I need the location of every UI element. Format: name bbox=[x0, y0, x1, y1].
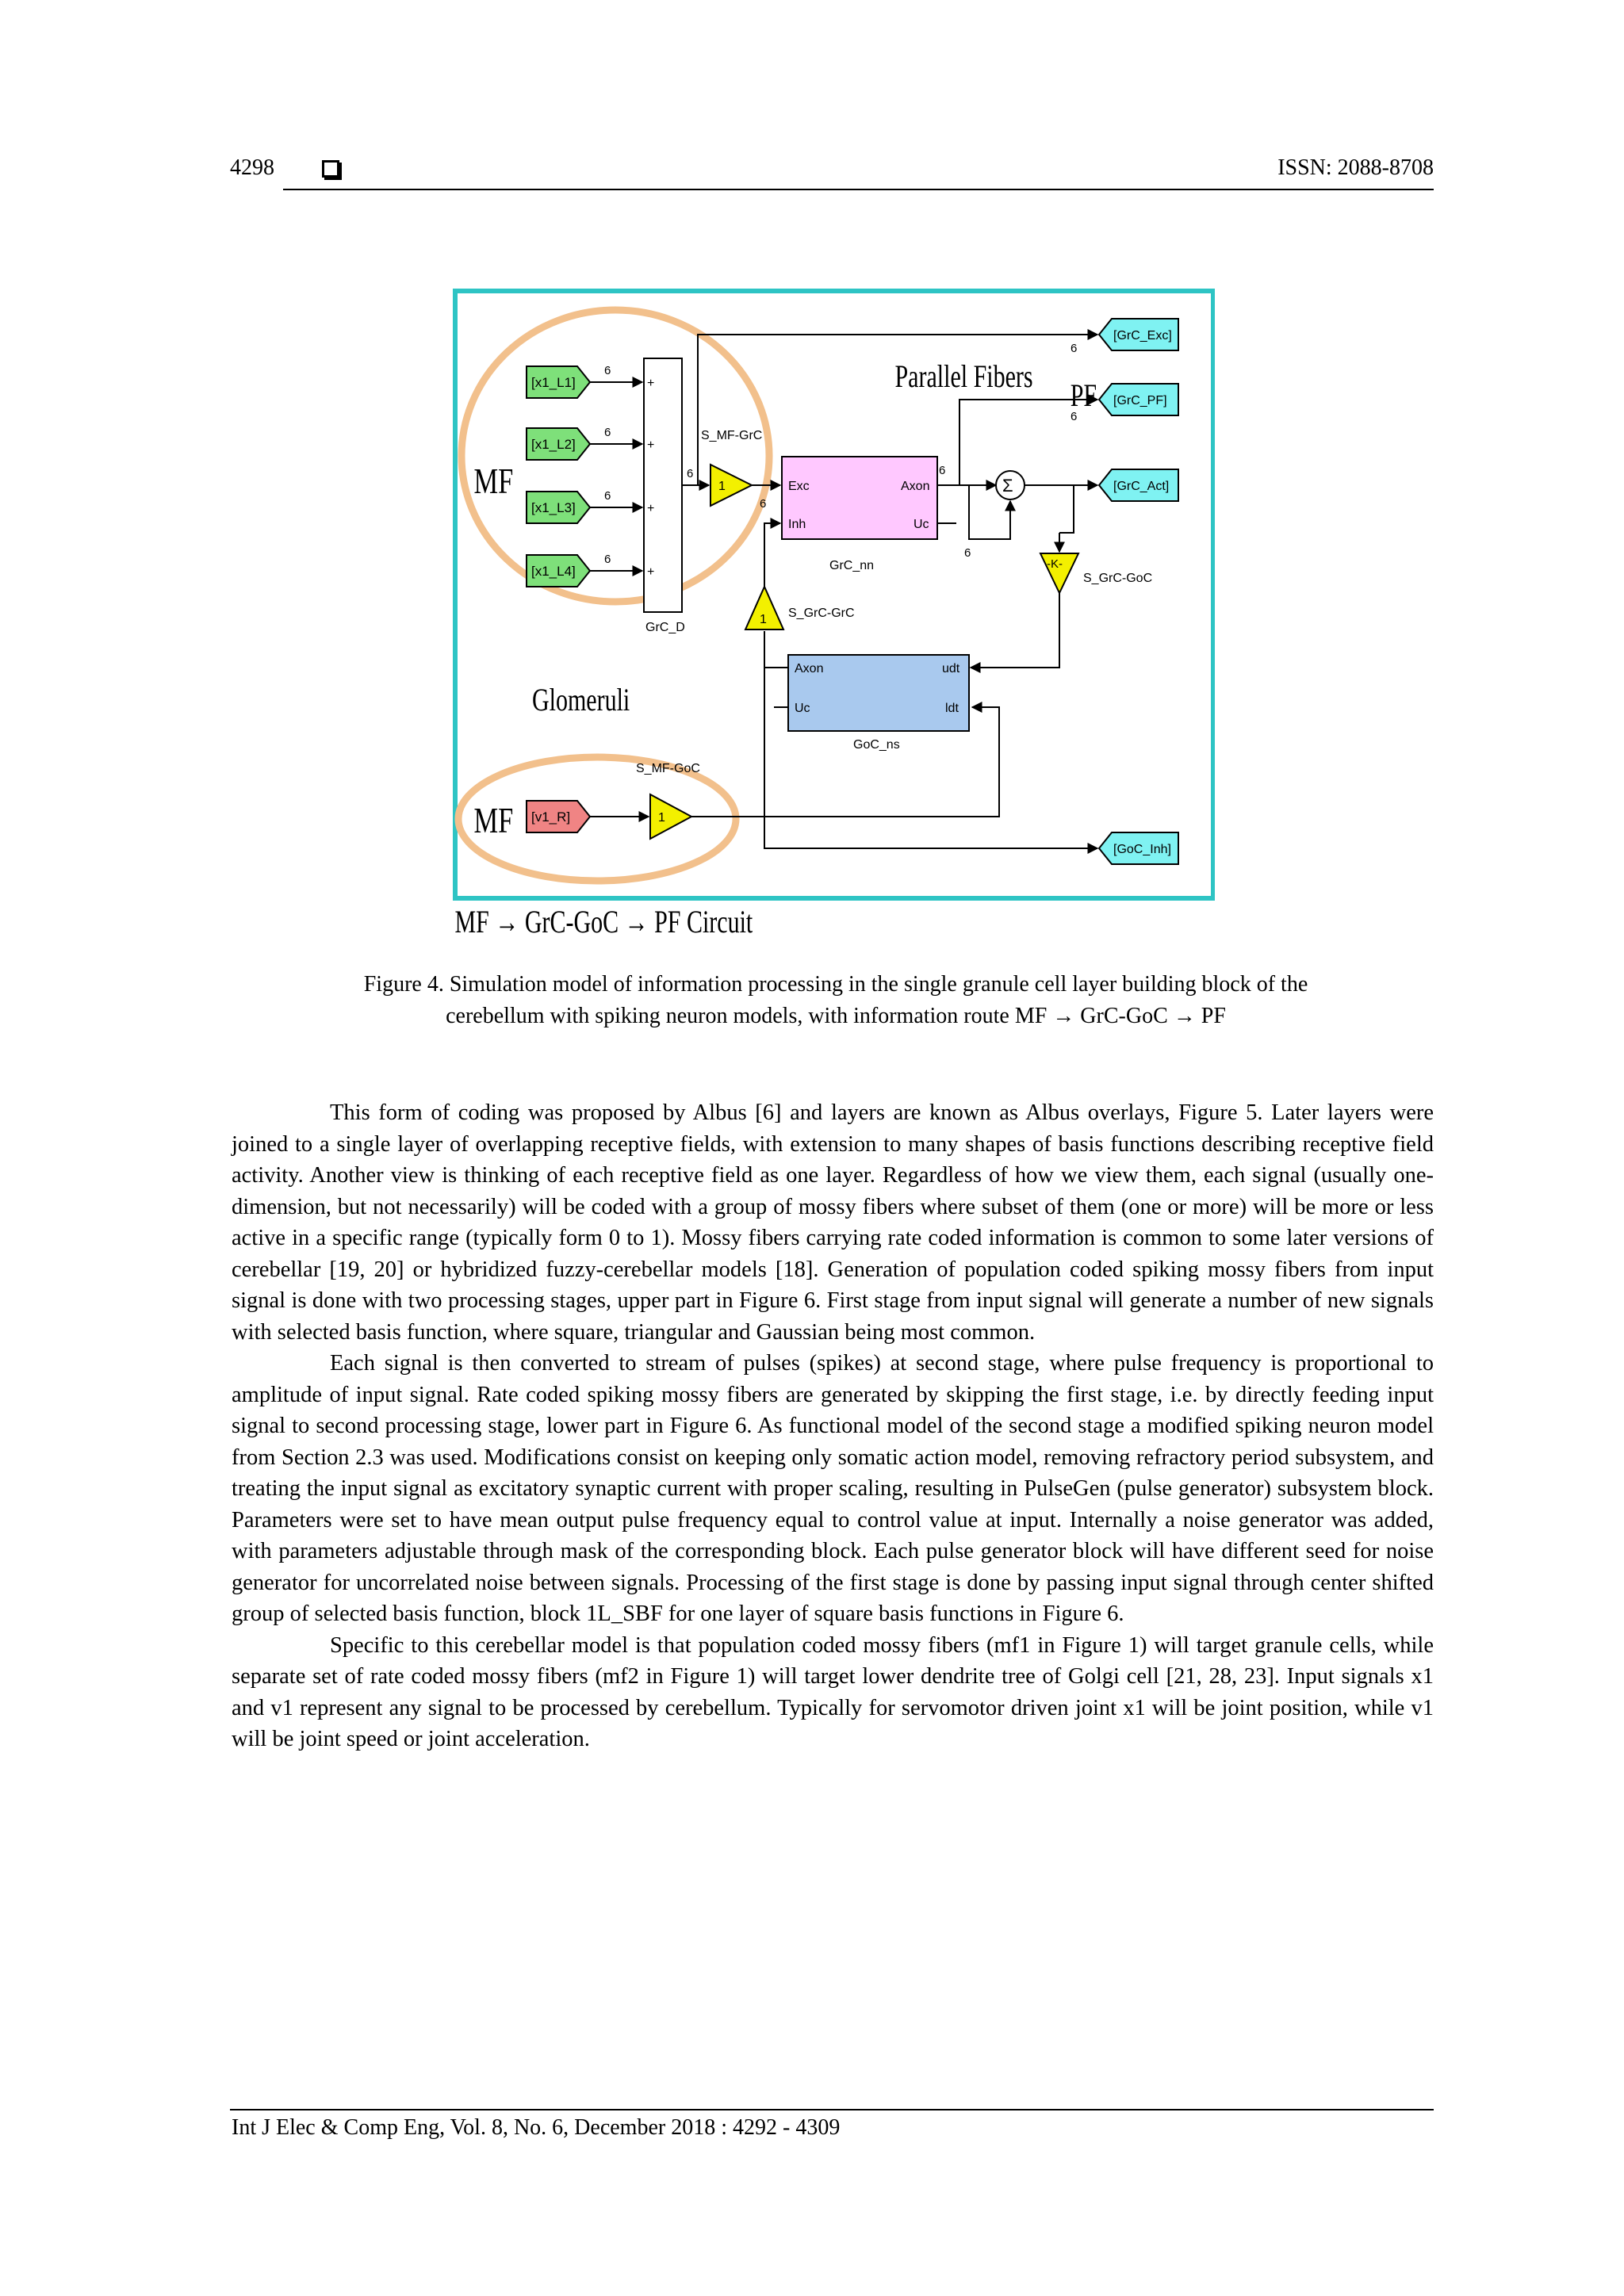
footer-citation: Int J Elec & Comp Eng, Vol. 8, No. 6, De… bbox=[232, 2115, 841, 2140]
grc-d-block bbox=[643, 358, 683, 613]
grc-nn-label: GrC_nn bbox=[829, 559, 874, 572]
goto-label: [GrC_PF] bbox=[1113, 394, 1167, 408]
goto-grc-pf: [GrC_PF] bbox=[1097, 383, 1179, 416]
gain-mf-goc-name: S_MF-GoC bbox=[636, 762, 700, 775]
glomeruli-circle bbox=[458, 306, 773, 606]
port-goc-ldt: ldt bbox=[945, 702, 959, 715]
port-axon: Axon bbox=[901, 480, 929, 493]
grc-nn-block bbox=[781, 456, 938, 540]
parallel-fibers-label: Parallel Fibers bbox=[895, 358, 1033, 394]
header-rule bbox=[283, 189, 1434, 190]
port-width: 6 bbox=[604, 364, 611, 377]
footer-rule bbox=[230, 2109, 1434, 2110]
goc-ns-label: GoC_ns bbox=[853, 738, 900, 752]
issn: ISSN: 2088-8708 bbox=[1277, 155, 1434, 180]
goto-grc-act: [GrC_Act] bbox=[1097, 469, 1179, 502]
goto-label: [GrC_Exc] bbox=[1113, 329, 1172, 342]
page-number: 4298 bbox=[230, 155, 274, 180]
body-text: This form of coding was proposed by Albu… bbox=[232, 1097, 1434, 1755]
gain-mf-goc-value: 1 bbox=[658, 811, 665, 825]
port-width: 6 bbox=[1071, 342, 1077, 355]
paragraph-1: This form of coding was proposed by Albu… bbox=[232, 1100, 1434, 1345]
port-goc-uc: Uc bbox=[795, 702, 810, 715]
gain-grc-grc-name: S_GrC-GrC bbox=[788, 607, 855, 620]
mf-top-label: MF bbox=[474, 461, 514, 501]
goto-grc-exc: [GrC_Exc] bbox=[1097, 318, 1179, 351]
port-goc-udt: udt bbox=[942, 662, 960, 675]
glomeruli-label: Glomeruli bbox=[532, 682, 630, 718]
caption-line-2: cerebellum with spiking neuron models, w… bbox=[446, 1004, 1226, 1028]
grc-d-label: GrC_D bbox=[645, 621, 685, 634]
checkbox-square-icon bbox=[322, 160, 339, 178]
paragraph-2: Each signal is then converted to stream … bbox=[232, 1351, 1434, 1626]
gain-mf-grc-value: 1 bbox=[718, 480, 726, 493]
paragraph-3: Specific to this cerebellar model is tha… bbox=[232, 1632, 1434, 1752]
input-block-x1-l3: [x1_L3] bbox=[526, 491, 592, 524]
caption-line-1: Figure 4. Simulation model of informatio… bbox=[363, 972, 1308, 997]
port-width: 6 bbox=[939, 464, 945, 477]
goc-ns-block bbox=[787, 654, 970, 732]
input-label: [x1_L4] bbox=[531, 564, 576, 579]
gain-grc-grc bbox=[744, 584, 785, 630]
plus-sign: + bbox=[647, 502, 654, 515]
input-label: [v1_R] bbox=[531, 809, 570, 825]
port-width: 6 bbox=[604, 426, 611, 439]
port-width: 6 bbox=[687, 467, 693, 480]
plus-sign: + bbox=[647, 377, 654, 390]
gain-grc-goc bbox=[1039, 553, 1080, 595]
goto-label: [GoC_Inh] bbox=[1113, 843, 1171, 856]
input-block-v1-r: [v1_R] bbox=[526, 800, 592, 833]
sum-symbol: Σ bbox=[1002, 476, 1013, 496]
port-exc: Exc bbox=[788, 480, 810, 493]
page-header: 4298 ISSN: 2088-8708 bbox=[230, 155, 1434, 190]
port-width: 6 bbox=[604, 553, 611, 566]
mf-bottom-label: MF bbox=[474, 800, 514, 840]
goto-label: [GrC_Act] bbox=[1113, 480, 1169, 493]
goto-goc-inh: [GoC_Inh] bbox=[1097, 832, 1179, 865]
port-inh: Inh bbox=[788, 518, 806, 531]
gain-mf-grc-name: S_MF-GrC bbox=[701, 429, 762, 442]
gain-grc-grc-value: 1 bbox=[760, 613, 767, 626]
plus-sign: + bbox=[647, 565, 654, 579]
simulink-diagram: MF MF Glomeruli Parallel Fibers PF MF → … bbox=[453, 289, 1216, 939]
mf-v1-circle bbox=[454, 753, 740, 885]
port-width: 6 bbox=[604, 489, 611, 503]
gain-grc-goc-value: -K- bbox=[1047, 557, 1063, 571]
pf-label: PF bbox=[1071, 377, 1097, 413]
port-width: 6 bbox=[964, 546, 971, 560]
input-block-x1-l2: [x1_L2] bbox=[526, 427, 592, 461]
input-block-x1-l1: [x1_L1] bbox=[526, 365, 592, 399]
port-uc: Uc bbox=[914, 518, 929, 531]
figure-caption: Figure 4. Simulation model of informatio… bbox=[238, 969, 1434, 1032]
plus-sign: + bbox=[647, 438, 654, 452]
port-goc-axon: Axon bbox=[795, 662, 823, 675]
port-width: 6 bbox=[1071, 410, 1077, 423]
input-block-x1-l4: [x1_L4] bbox=[526, 554, 592, 587]
gain-mf-goc bbox=[649, 793, 694, 840]
input-label: [x1_L1] bbox=[531, 375, 576, 390]
circuit-label: MF → GrC-GoC → PF Circuit bbox=[455, 904, 753, 939]
figure-4: MF MF Glomeruli Parallel Fibers PF MF → … bbox=[449, 289, 1216, 939]
gain-grc-goc-name: S_GrC-GoC bbox=[1083, 572, 1152, 585]
port-width: 6 bbox=[760, 497, 766, 511]
input-label: [x1_L2] bbox=[531, 437, 576, 452]
gain-mf-grc bbox=[710, 463, 754, 507]
input-label: [x1_L3] bbox=[531, 500, 576, 515]
